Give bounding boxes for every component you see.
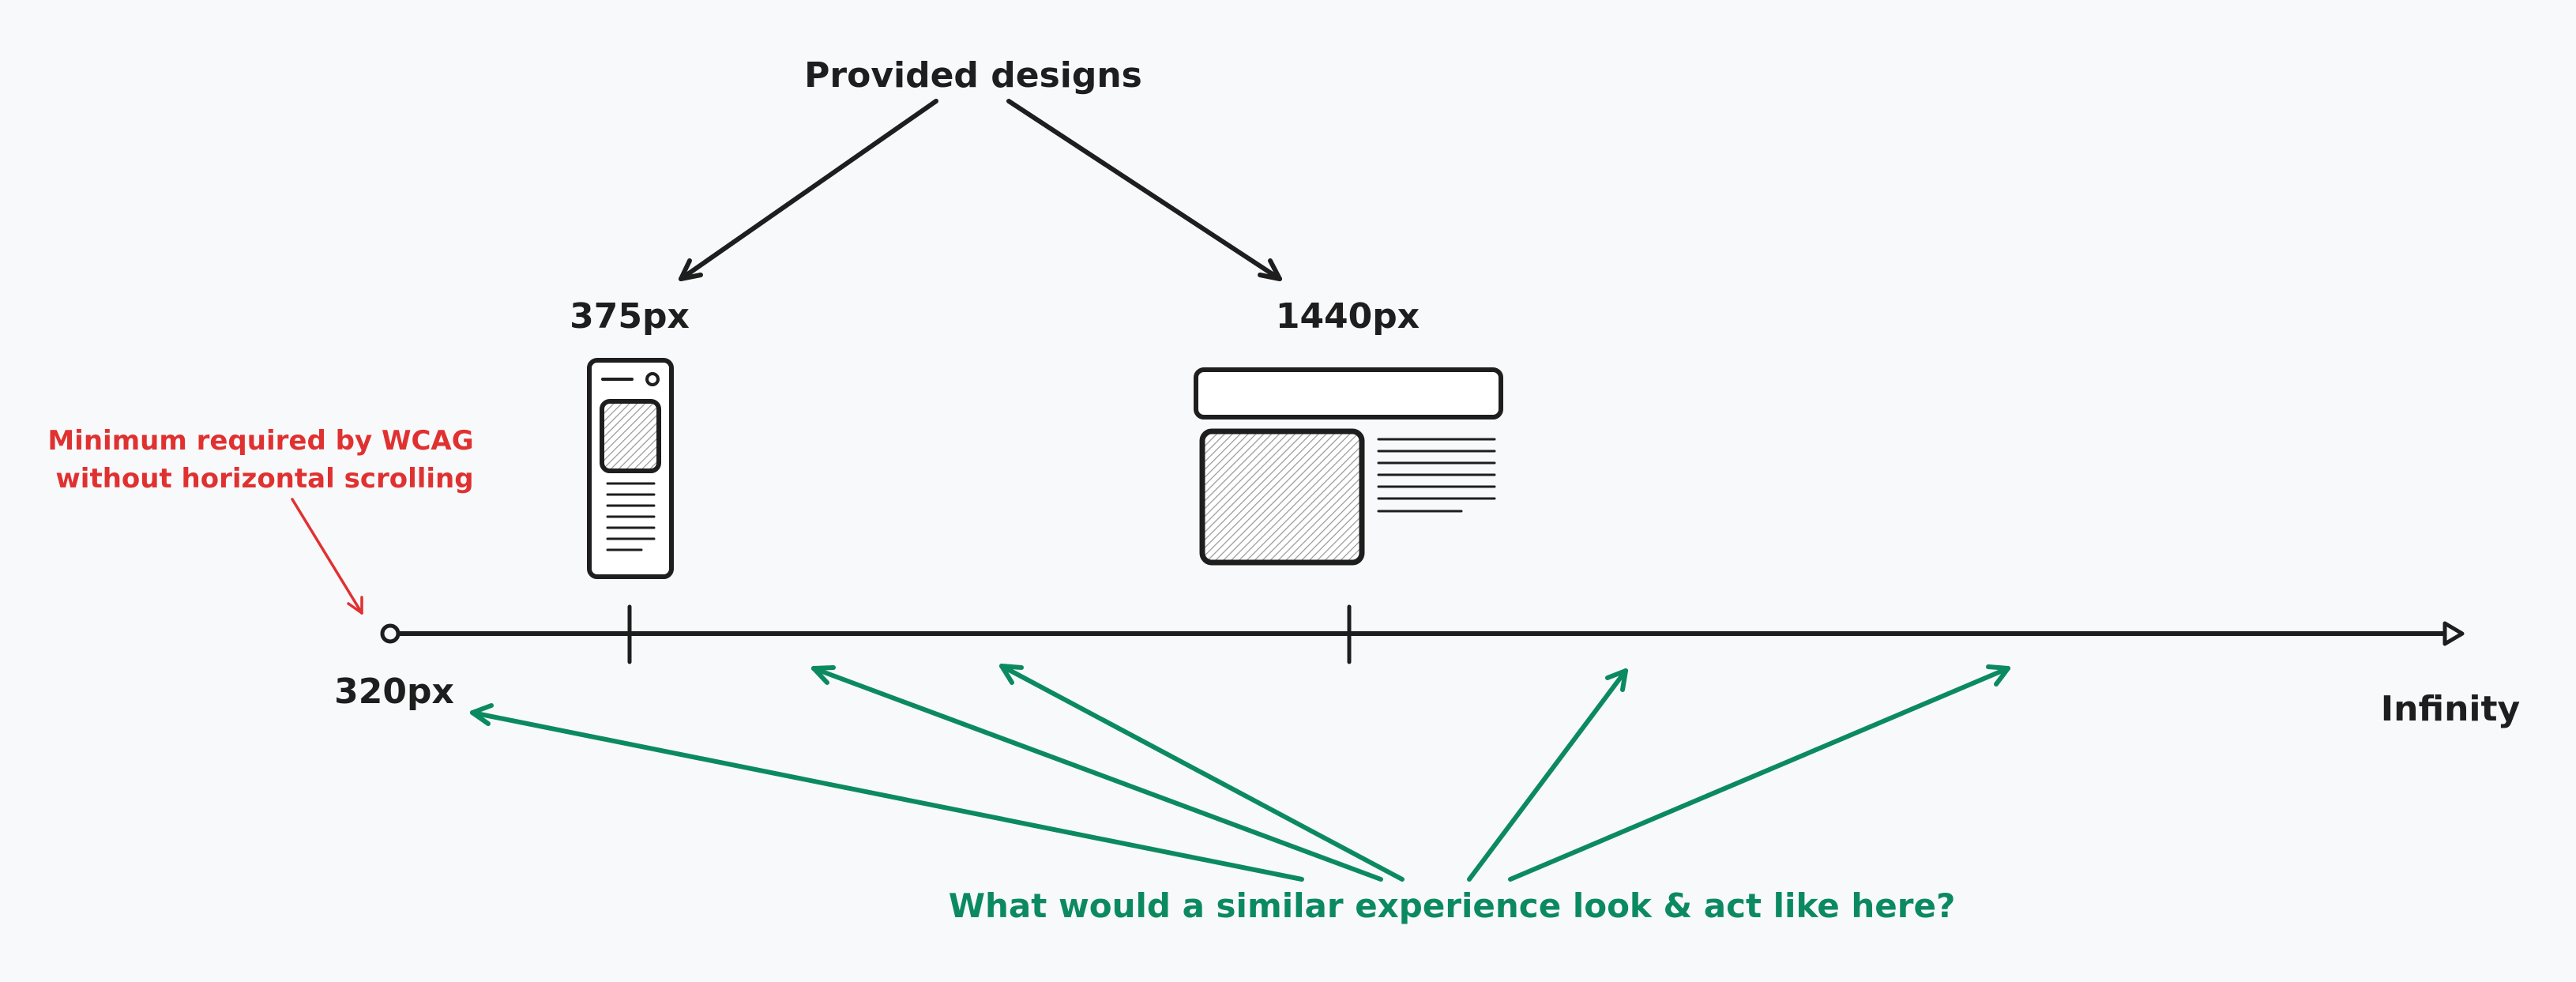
title-arrow-to-desktop	[1006, 99, 1282, 281]
question-arrows	[470, 664, 2010, 882]
viewport-width-axis	[380, 604, 2465, 664]
axis-end-label: Infinity	[2381, 689, 2520, 729]
wcag-note-line-2: without horizontal scrolling	[55, 463, 473, 495]
mobile-width-label: 375px	[570, 296, 690, 337]
question-arrow-to-gap-c	[1467, 668, 1628, 882]
desktop-width-label: 1440px	[1276, 296, 1420, 337]
desktop-layout-illustration	[1194, 367, 1503, 566]
question-arrow-to-gap-d	[1508, 664, 2010, 882]
question-arrow-to-320	[470, 703, 1304, 882]
axis-start-point	[380, 623, 401, 644]
axis-start-label: 320px	[334, 672, 454, 712]
title-arrow-to-mobile	[679, 99, 938, 281]
wcag-note-line-1: Minimum required by WCAG	[47, 425, 473, 457]
axis-end-arrow-icon	[2442, 621, 2465, 646]
wcag-note-arrow	[291, 498, 363, 615]
question-arrow-to-gap-b	[999, 664, 1405, 882]
mobile-phone-illustration	[587, 358, 674, 579]
diagram-title: Provided designs	[804, 55, 1142, 96]
question-arrow-to-gap-a	[811, 665, 1383, 882]
question-text: What would a similar experience look & a…	[949, 886, 1956, 925]
